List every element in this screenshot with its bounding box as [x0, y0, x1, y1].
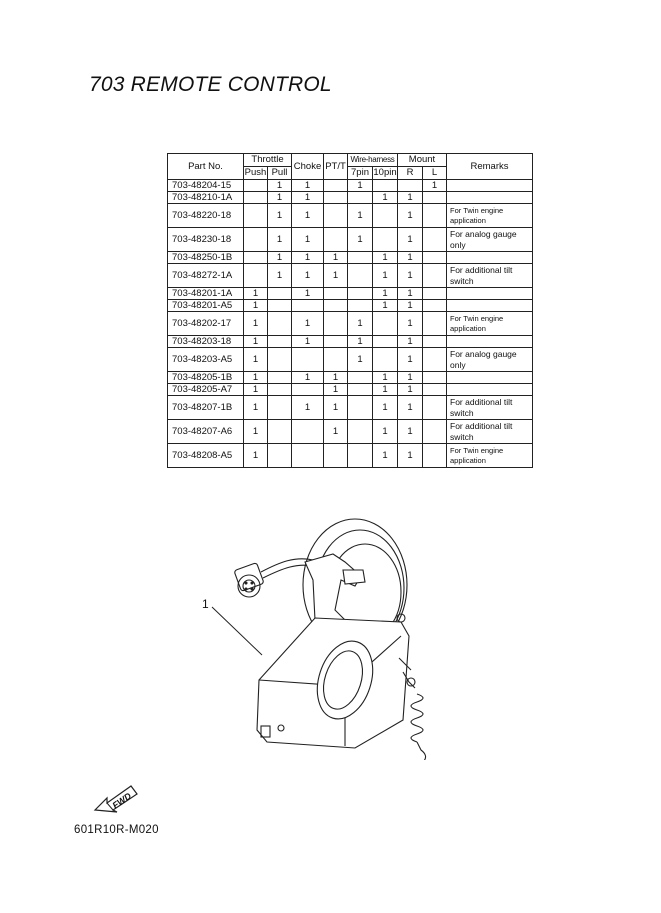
cell-choke: [291, 347, 324, 372]
fwd-arrow-icon: FWD: [93, 785, 138, 813]
cell-pin10: 1: [372, 395, 398, 420]
cell-remarks: For Twin engine application: [446, 311, 533, 336]
cell-remarks: For Twin engine application: [446, 203, 533, 228]
cell-pin10: 1: [372, 443, 398, 468]
cell-ptt: [323, 227, 348, 252]
callout-number: 1: [202, 597, 209, 611]
cell-part: 703-48208-A5: [167, 443, 244, 468]
cell-pull: [267, 443, 292, 468]
cell-r: 1: [397, 419, 423, 444]
cell-part: 703-48202-17: [167, 311, 244, 336]
cell-pull: [267, 347, 292, 372]
page-title: 703 REMOTE CONTROL: [89, 73, 332, 96]
cell-choke: 1: [291, 395, 324, 420]
parts-table: Part No. Throttle Choke PT/T Wire-harnes…: [167, 153, 533, 468]
cell-remarks: For additional tilt switch: [446, 263, 533, 288]
cell-l: [422, 227, 447, 252]
cell-l: [422, 263, 447, 288]
header-part-no: Part No.: [167, 153, 244, 180]
cell-part: 703-48207-A6: [167, 419, 244, 444]
cell-part: 703-48272-1A: [167, 263, 244, 288]
cell-pin7: 1: [347, 203, 373, 228]
cell-remarks: For Twin engine application: [446, 443, 533, 468]
cell-push: 1: [243, 443, 268, 468]
figure-code: 601R10R-M020: [74, 824, 159, 836]
remote-control-illustration: [234, 518, 427, 760]
cell-choke: 1: [291, 203, 324, 228]
cell-part: 703-48203-A5: [167, 347, 244, 372]
cell-remarks: For analog gauge only: [446, 227, 533, 252]
cell-pin10: [372, 311, 398, 336]
cell-choke: 1: [291, 227, 324, 252]
cell-pin7: [347, 443, 373, 468]
cell-r: 1: [397, 395, 423, 420]
cell-pin7: 1: [347, 227, 373, 252]
